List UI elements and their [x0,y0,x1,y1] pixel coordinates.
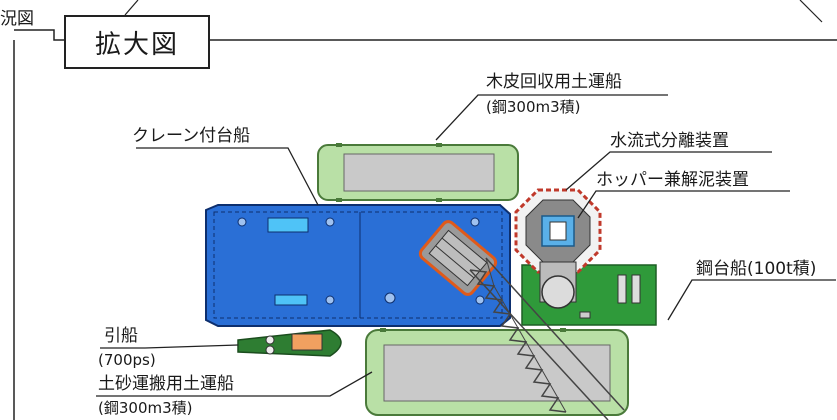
label-soil-boat-sub: (鋼300m3積) [98,399,193,417]
enlarged-view-title: 拡大図 [64,15,210,69]
log-collection-boat [317,143,519,202]
label-hopper: ホッパー兼解泥装置 [596,170,749,190]
label-log-boat-sub: (鋼300m3積) [486,98,581,116]
label-tug: 引船 [104,326,138,346]
label-separator: 水流式分離装置 [610,131,729,151]
label-steel-barge: 鋼台船(100t積) [696,259,817,279]
crane-boom [469,257,625,420]
partial-title-text: 況図 [0,9,34,29]
label-crane-barge: クレーン付台船 [132,126,251,146]
leader-lines [96,94,836,397]
water-separator-hopper [514,188,602,309]
tug-boat [237,329,342,357]
frame [13,0,837,420]
label-soil-boat: 土砂運搬用土運船 [98,374,234,394]
soil-transport-boat [365,328,629,416]
label-tug-sub: (700ps) [98,351,156,369]
label-log-boat: 木皮回収用土運船 [486,72,622,92]
